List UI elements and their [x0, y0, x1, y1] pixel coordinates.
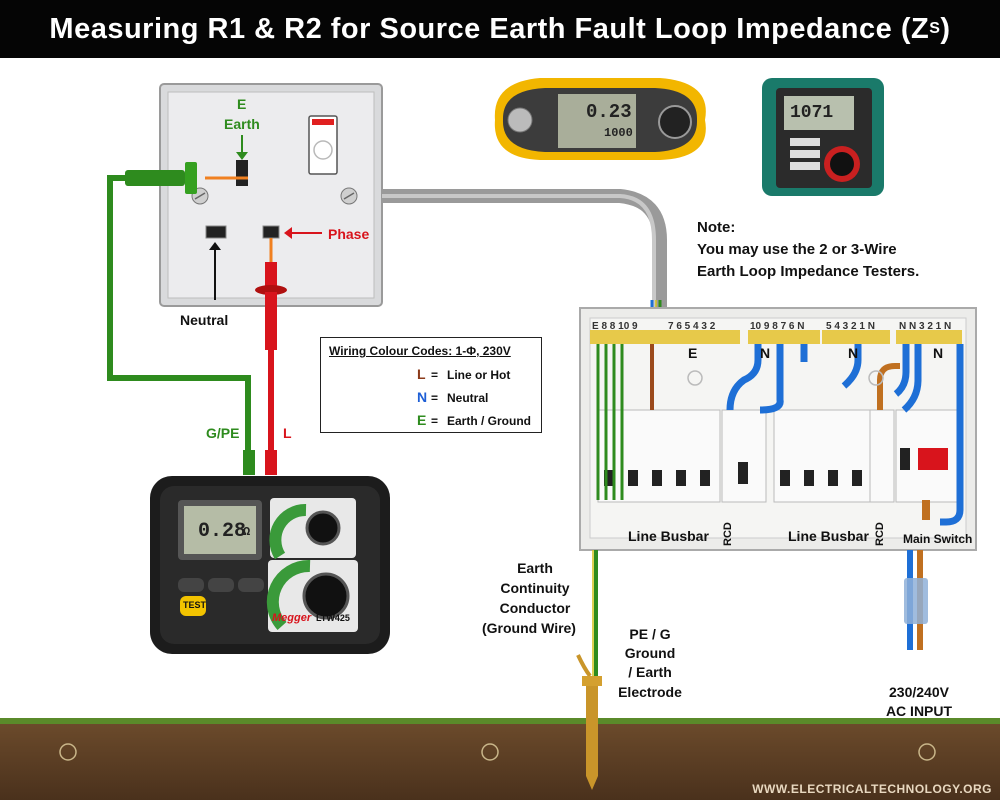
electrode-line-2: Ground	[624, 645, 676, 661]
board-n-label-3: N	[933, 345, 944, 361]
note-line-2: Earth Loop Impedance Testers.	[697, 263, 920, 280]
electrode-line-3: / Earth	[628, 664, 672, 680]
note-line-1: You may use the 2 or 3-Wire	[697, 241, 897, 258]
phase-label: Phase	[328, 226, 370, 242]
phase-test-lead	[255, 238, 287, 455]
neutral-bar-3-numbers: N N 3 2 1 N	[899, 321, 952, 332]
board-n-label-1: N	[760, 345, 771, 361]
neutral-bar-1-numbers: 10 9 8 7 6 N	[750, 321, 805, 332]
earth-label: Earth	[224, 116, 260, 132]
consumer-unit	[579, 307, 977, 551]
legend-text-neutral: Neutral	[447, 391, 489, 405]
fluke-tester	[494, 78, 706, 160]
legend-title: Wiring Colour Codes: 1-Φ, 230V	[329, 344, 511, 358]
supply-cable	[382, 189, 667, 320]
legend-row-earth: E=Earth / Ground	[417, 412, 531, 428]
title-subscript: S	[929, 20, 941, 37]
ground-soil	[0, 718, 1000, 800]
gpe-label: G/PE	[206, 425, 240, 441]
ecc-line-1: Earth	[517, 560, 553, 576]
ecc-line-3: Conductor	[499, 600, 571, 616]
megger-unit: Ω	[243, 525, 251, 539]
megger-model: LTW425	[316, 613, 350, 623]
rcd-label-1: RCD	[722, 522, 734, 546]
input-line-2: AC INPUT	[885, 703, 953, 719]
line-label: L	[283, 425, 292, 441]
fluke-main-reading: 0.23	[586, 101, 632, 123]
fluke-sub-reading: 1000	[604, 126, 633, 140]
electrode-line-1: PE / G	[629, 626, 671, 642]
legend-key-earth: E	[417, 412, 427, 428]
earth-letter: E	[237, 96, 247, 112]
title-end: )	[940, 12, 951, 45]
kyoritsu-tester	[762, 78, 884, 196]
earth-test-lead	[107, 162, 251, 455]
ecc-line-2: Continuity	[500, 580, 570, 596]
legend-row-neutral: N=Neutral	[417, 389, 489, 405]
ecc-line-4: (Ground Wire)	[482, 620, 576, 636]
earth-bar-numbers: E 8 8 10 9	[592, 321, 638, 332]
rcd-label-2: RCD	[874, 522, 886, 546]
ac-input-cable	[904, 550, 928, 650]
megger-brand: Megger	[272, 612, 312, 624]
neutral-label: Neutral	[180, 312, 229, 328]
main-switch-label: Main Switch	[903, 532, 973, 546]
megger-test-button: TEST	[183, 600, 207, 610]
megger-reading: 0.28	[198, 520, 247, 543]
megger-tester	[150, 476, 390, 654]
legend-text-line: Line or Hot	[447, 368, 511, 382]
kyoritsu-reading: 1071	[790, 103, 834, 123]
legend-key-neutral: N	[417, 389, 428, 405]
line-busbar-label-1: Line Busbar	[628, 528, 709, 544]
legend-text-earth: Earth / Ground	[447, 414, 531, 428]
note-box: Note: You may use the 2 or 3-Wire Earth …	[697, 217, 919, 283]
input-line-1: 230/240V	[889, 684, 949, 700]
watermark: WWW.ELECTRICALTECHNOLOGY.ORG	[752, 782, 992, 796]
wiring-colour-legend: Wiring Colour Codes: 1-Φ, 230V L=Line or…	[320, 337, 542, 433]
board-n-label-2: N	[848, 345, 859, 361]
earth-electrode	[576, 654, 602, 790]
page-title: Measuring R1 & R2 for Source Earth Fault…	[0, 0, 1000, 58]
electrode-line-4: Electrode	[618, 684, 682, 700]
legend-key-line: L	[417, 366, 426, 382]
line-busbar-label-2: Line Busbar	[788, 528, 869, 544]
title-text: Measuring R1 & R2 for Source Earth Fault…	[49, 12, 930, 45]
board-e-label: E	[688, 345, 698, 361]
neutral-bar-2-numbers: 5 4 3 2 1 N	[826, 321, 875, 332]
note-title: Note:	[697, 219, 736, 236]
legend-row-line: L=Line or Hot	[417, 366, 511, 382]
line-bar-numbers: 7 6 5 4 3 2	[668, 321, 716, 332]
